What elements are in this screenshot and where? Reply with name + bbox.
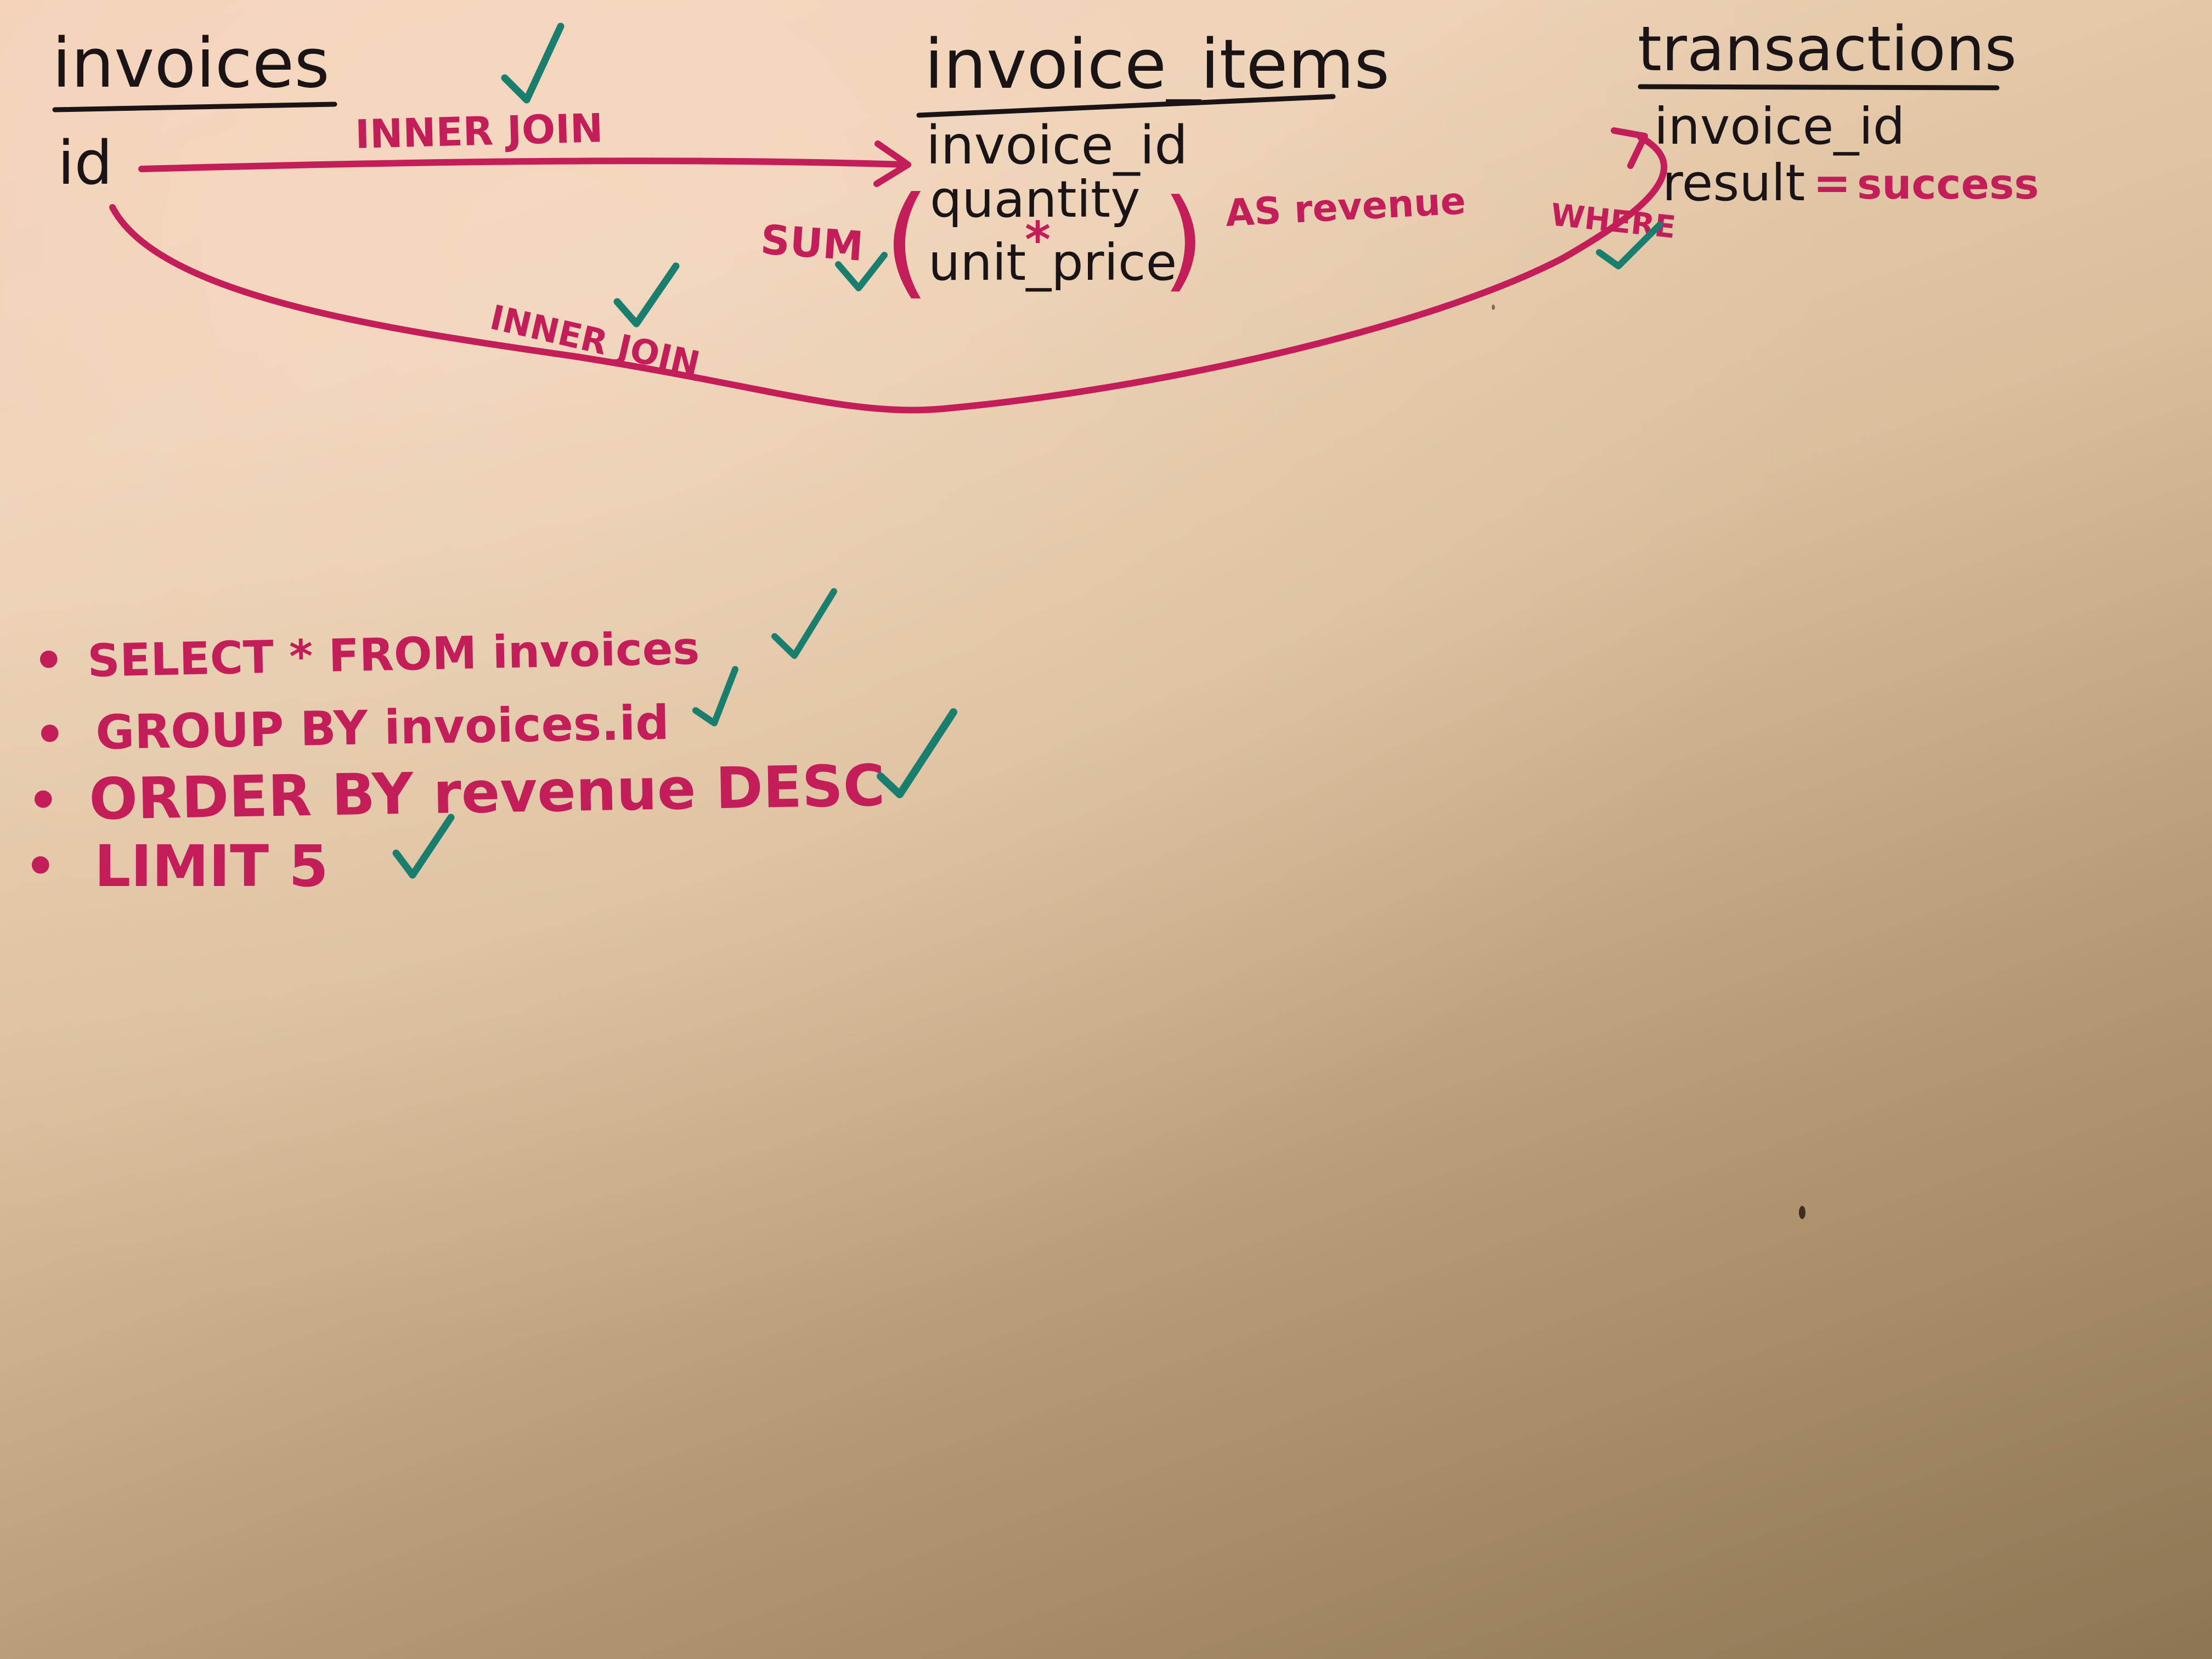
result-value-success: success: [1857, 160, 2039, 208]
as-revenue-label: AS revenue: [1224, 179, 1467, 235]
bullet-marker: •: [27, 772, 59, 830]
join-top-label: INNER JOIN: [354, 105, 603, 157]
join-bottom-label: INNER JOIN: [487, 297, 704, 384]
join-arrow-top: INNER JOIN: [138, 105, 911, 187]
table-transactions-field-result: result: [1662, 154, 1805, 212]
list-item: • ORDER BY revenue DESC: [27, 752, 885, 833]
multiply-operator: *: [1025, 211, 1051, 269]
paper-speck: [1799, 1206, 1805, 1219]
check-icon: [1596, 222, 1663, 269]
sum-annotation: SUM ( ) AS revenue: [759, 171, 1467, 311]
check-icon: [692, 666, 738, 726]
join-arrow-bottom-head: [1611, 127, 1648, 169]
result-equals: =: [1813, 157, 1851, 210]
bullet-marker: •: [25, 838, 57, 895]
table-transactions-field-invoice-id: invoice_id: [1654, 97, 1905, 156]
table-invoice-items-field-unit-price: unit_price: [928, 233, 1177, 292]
list-item: • SELECT * FROM invoices: [33, 623, 700, 690]
check-icon: [392, 814, 455, 879]
bullet-marker: •: [34, 706, 66, 764]
paper-speck: [1492, 304, 1495, 310]
table-invoice-items-field-quantity: quantity: [930, 170, 1141, 229]
sum-close-paren: ): [1162, 176, 1205, 303]
table-invoice-items-title: invoice_items: [924, 25, 1390, 104]
bullet-group-by: GROUP BY invoices.id: [95, 696, 670, 760]
sum-open-paren: (: [883, 171, 930, 311]
table-transactions: transactions invoice_id result = success: [1638, 14, 2039, 212]
check-marks: [392, 22, 1663, 879]
bullet-order-by: ORDER BY revenue DESC: [88, 752, 885, 833]
check-icon: [835, 252, 888, 291]
join-arrow-top-line: [138, 157, 909, 172]
table-invoice-items-underline: [916, 94, 1336, 118]
join-arrow-top-head: [873, 140, 911, 187]
sum-label: SUM: [759, 216, 865, 270]
list-item: • GROUP BY invoices.id: [34, 696, 670, 764]
table-invoices-title: invoices: [52, 24, 330, 103]
where-label: WHERE: [1549, 197, 1678, 246]
check-icon: [613, 262, 680, 328]
table-invoices-underline: [52, 101, 337, 112]
list-item: • LIMIT 5: [25, 833, 329, 900]
bullet-select-from-invoices: SELECT * FROM invoices: [87, 623, 700, 687]
check-icon: [771, 588, 837, 659]
bullet-marker: •: [33, 632, 65, 690]
join-arrow-bottom-line: [109, 134, 1668, 414]
table-invoices: invoices id: [52, 24, 337, 198]
table-invoice-items: invoice_items invoice_id quantity * unit…: [916, 25, 1390, 292]
table-transactions-underline: [1638, 84, 2000, 91]
paper-specks: [1492, 304, 1805, 1219]
table-transactions-title: transactions: [1638, 14, 2017, 85]
query-steps-list: • SELECT * FROM invoices • GROUP BY invo…: [25, 623, 885, 900]
bullet-limit: LIMIT 5: [94, 833, 329, 900]
table-invoice-items-field-invoice-id: invoice_id: [926, 115, 1188, 176]
check-icon: [501, 22, 565, 104]
check-icon: [877, 708, 957, 798]
table-invoices-field-id: id: [58, 128, 112, 198]
